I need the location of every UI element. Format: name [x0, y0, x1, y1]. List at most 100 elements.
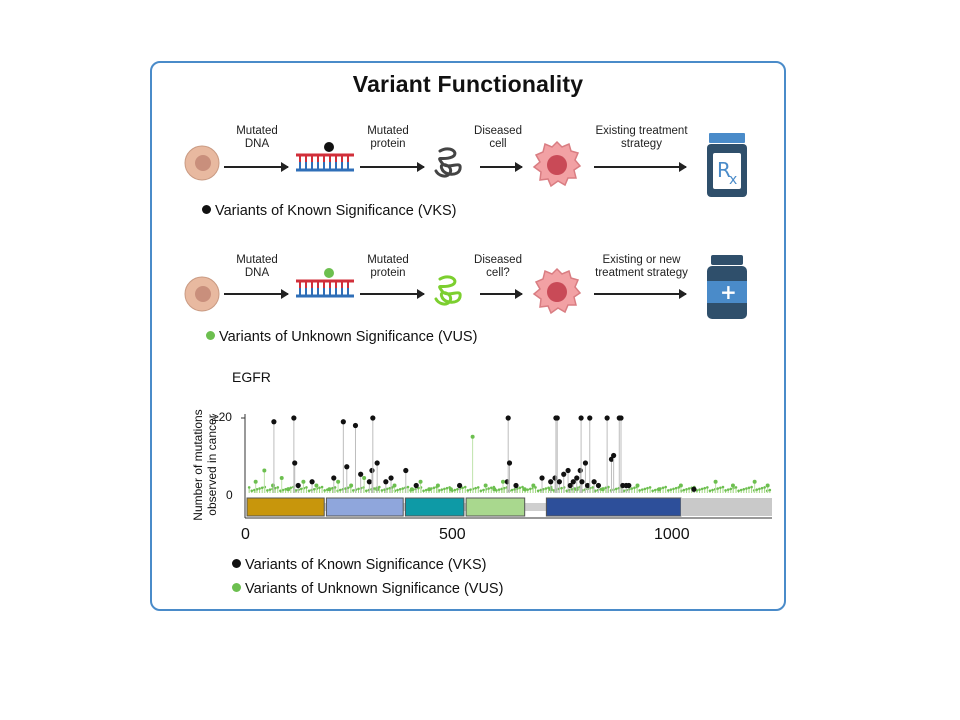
vus-fringe-point: [312, 487, 316, 491]
vus-fringe-point: [331, 486, 334, 490]
vus-point: [678, 483, 683, 488]
medicine-bottle-icon: +: [707, 255, 747, 319]
vus-fringe-point: [258, 487, 261, 490]
vus-fringe-point: [380, 489, 384, 492]
vus-fringe-point: [333, 486, 337, 489]
vus-point: [765, 483, 770, 488]
vks-point: [577, 467, 583, 474]
vus-fringe-point: [719, 486, 722, 490]
vus-step1-label: Mutated DNA: [236, 254, 278, 279]
vus-fringe-point: [607, 485, 610, 489]
vus-fringe-point: [357, 487, 360, 491]
domain-block: [404, 497, 465, 517]
vus-fringe-point: [614, 487, 618, 491]
vus-fringe-point: [565, 489, 569, 493]
rx-sub: x: [729, 172, 737, 188]
vus-fringe-point: [669, 488, 673, 491]
vus-fringe-point: [755, 488, 759, 491]
vus-fringe-point: [758, 487, 761, 491]
vus-fringe-point: [706, 486, 709, 489]
vus-fringe-point: [445, 486, 449, 490]
vus-fringe-point: [747, 486, 751, 490]
vus-fringe-point: [591, 486, 595, 489]
chart-legend-vks: Variants of Known Significance (VKS): [232, 557, 487, 573]
vus-fringe-point: [406, 485, 410, 489]
vus-fringe-point: [299, 487, 303, 491]
vus-fringe-point: [768, 488, 772, 492]
vks-point: [567, 482, 573, 489]
vks-point: [548, 479, 554, 485]
vks-point: [291, 415, 297, 421]
vus-fringe-point: [489, 486, 493, 490]
vus-fringe-point: [443, 487, 446, 491]
vks-point: [604, 415, 610, 421]
vus-legend-label: Variants of Unknown Significance (VUS): [219, 329, 478, 345]
domain-block: [545, 497, 682, 517]
vks-point: [383, 479, 389, 485]
chart-legend-vus: Variants of Unknown Significance (VUS): [232, 581, 503, 597]
vks-step4-label: Existing treatment strategy: [595, 125, 688, 150]
chart-title: EGFR: [232, 369, 271, 385]
vus-point: [349, 483, 354, 488]
vks-point: [554, 415, 560, 421]
vks-point: [271, 419, 277, 425]
vus-fringe-point: [289, 486, 293, 490]
vks-point: [691, 486, 697, 492]
vus-fringe-point: [726, 488, 730, 491]
vks-arrow-3: [480, 162, 523, 172]
vus-fringe-point: [539, 488, 543, 492]
vus-fringe-point: [346, 486, 350, 490]
vus-fringe-point: [721, 485, 725, 489]
vus-fringe-point: [260, 486, 264, 490]
vus-fringe-point: [344, 487, 347, 490]
vus-point: [286, 487, 291, 492]
vus-point: [362, 476, 367, 480]
vus-point: [635, 483, 640, 488]
vus-arrow-2: [360, 289, 425, 299]
variant-functionality-panel: Variant Functionality Mutated DNA Mutate…: [150, 61, 786, 611]
vus-point: [531, 483, 536, 488]
diseased-cell-vus-icon: [532, 267, 582, 315]
vus-fringe-point: [664, 485, 667, 489]
vus-fringe-point: [388, 486, 392, 490]
vks-point: [587, 415, 593, 421]
vks-point: [611, 452, 617, 459]
vks-point: [309, 479, 315, 485]
vus-fringe-point: [432, 486, 436, 490]
vus-fringe-point: [716, 487, 720, 490]
vks-point: [403, 467, 409, 474]
diseased-cell-vks-icon: [532, 140, 582, 188]
vks-point: [352, 422, 359, 429]
vus-fringe-point: [294, 489, 298, 492]
vus-fringe-point: [560, 486, 563, 490]
vus-fringe-point: [622, 489, 626, 493]
vks-point: [506, 460, 513, 466]
vks-point: [591, 479, 597, 485]
vus-fringe-point: [247, 486, 251, 489]
vus-fringe-point: [737, 489, 740, 493]
vks-point: [358, 471, 364, 477]
vus-point: [336, 479, 341, 484]
vus-fringe-point: [698, 488, 701, 491]
vus-fringe-point: [687, 487, 691, 490]
vus-fringe-point: [648, 486, 652, 489]
vus-fringe-point: [305, 486, 308, 489]
vus-fringe-point: [474, 486, 477, 490]
vus-fringe-point: [378, 485, 381, 489]
vus-fringe-point: [424, 488, 428, 492]
vus-fringe-point: [526, 488, 530, 491]
vus-fringe-point: [763, 486, 766, 489]
vus-fringe-point: [250, 489, 254, 493]
vus-fringe-point: [729, 487, 733, 491]
vus-fringe-point: [646, 486, 649, 490]
vus-fringe-point: [276, 486, 280, 489]
vus-point: [301, 479, 306, 484]
vus-fringe-point: [542, 487, 545, 491]
vus-fringe-point: [643, 487, 647, 491]
rx-letter: R: [717, 158, 731, 182]
plus-sign: +: [720, 280, 737, 304]
vus-fringe-point: [708, 489, 712, 493]
chart-legend-vks-label: Variants of Known Significance (VKS): [245, 557, 487, 573]
egfr-lollipop-chart: [241, 414, 772, 519]
vks-point: [570, 479, 576, 485]
